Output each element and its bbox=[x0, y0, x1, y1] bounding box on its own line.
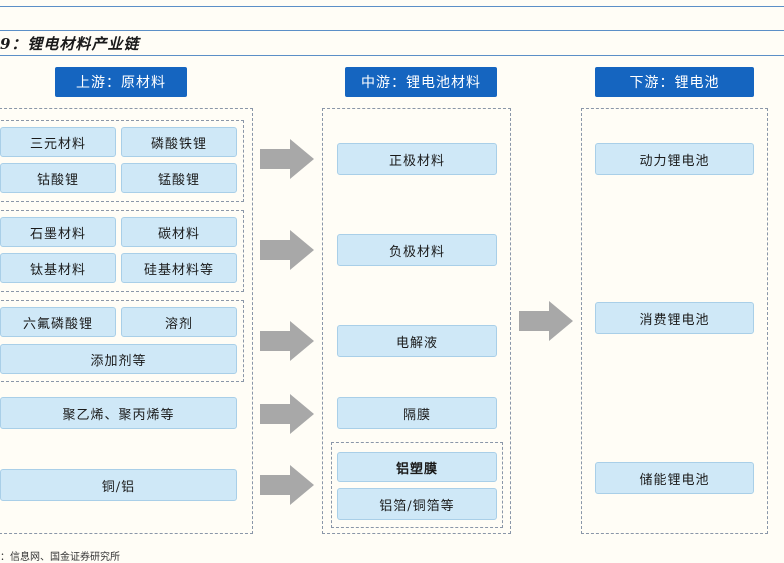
upstream-group-electrolyte bbox=[0, 300, 244, 382]
midstream-item: 负极材料 bbox=[337, 234, 497, 266]
title-bar: 9：锂电材料产业链 bbox=[0, 30, 784, 56]
upstream-item: 石墨材料 bbox=[0, 217, 116, 247]
top-rule bbox=[0, 6, 784, 7]
downstream-item: 消费锂电池 bbox=[595, 302, 754, 334]
source-note: ：信息网、国金证券研究所 bbox=[0, 552, 120, 563]
header-upstream: 上游：原材料 bbox=[55, 67, 187, 97]
midstream-item: 铝塑膜 bbox=[337, 452, 497, 482]
upstream-item: 三元材料 bbox=[0, 127, 116, 157]
header-midstream: 中游：锂电池材料 bbox=[345, 67, 497, 97]
header-downstream: 下游：锂电池 bbox=[595, 67, 754, 97]
upstream-item: 钛基材料 bbox=[0, 253, 116, 283]
midstream-item: 电解液 bbox=[337, 325, 497, 357]
midstream-outer-frame bbox=[322, 108, 511, 534]
arrow-right-icon bbox=[519, 301, 573, 341]
downstream-item: 动力锂电池 bbox=[595, 143, 754, 175]
downstream-item: 储能锂电池 bbox=[595, 462, 754, 494]
upstream-item: 添加剂等 bbox=[0, 344, 237, 374]
upstream-item: 锰酸锂 bbox=[121, 163, 237, 193]
downstream-outer-frame bbox=[581, 108, 768, 534]
arrow-right-icon bbox=[260, 321, 314, 361]
upstream-item: 溶剂 bbox=[121, 307, 237, 337]
upstream-item: 六氟磷酸锂 bbox=[0, 307, 116, 337]
upstream-item: 铜/铝 bbox=[0, 469, 237, 501]
upstream-item: 聚乙烯、聚丙烯等 bbox=[0, 397, 237, 429]
upstream-item: 磷酸铁锂 bbox=[121, 127, 237, 157]
arrow-right-icon bbox=[260, 465, 314, 505]
upstream-item: 硅基材料等 bbox=[121, 253, 237, 283]
midstream-item: 隔膜 bbox=[337, 397, 497, 429]
arrow-right-icon bbox=[260, 139, 314, 179]
arrow-right-icon bbox=[260, 394, 314, 434]
upstream-item: 钴酸锂 bbox=[0, 163, 116, 193]
diagram-title: 9：锂电材料产业链 bbox=[0, 35, 140, 53]
upstream-group-anode bbox=[0, 210, 244, 292]
upstream-outer-frame bbox=[0, 108, 253, 534]
midstream-item: 正极材料 bbox=[337, 143, 497, 175]
arrow-right-icon bbox=[260, 230, 314, 270]
upstream-item: 碳材料 bbox=[121, 217, 237, 247]
midstream-item: 铝箔/铜箔等 bbox=[337, 488, 497, 520]
upstream-group-cathode bbox=[0, 120, 244, 202]
midstream-packaging-frame bbox=[331, 442, 503, 528]
